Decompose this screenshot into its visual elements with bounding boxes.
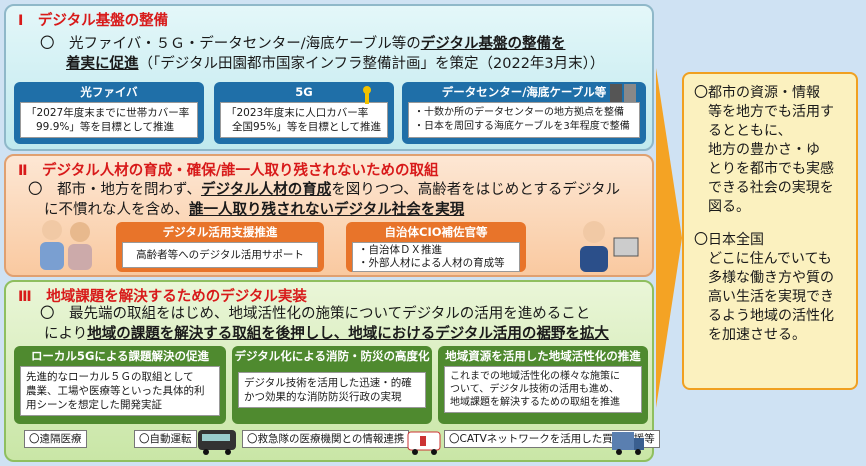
5g-box-body: 「2023年度末に人口カバー率 全国95%」等を目標として推進 xyxy=(220,102,388,138)
fire-box-title: デジタル化による消防・防災の高度化 xyxy=(234,349,430,363)
section3-lead: 〇 最先端の取組をはじめ、地域活性化の施策についてデジタルの活用を進めること xyxy=(40,306,591,322)
fire-box-body: デジタル技術を活用した迅速・的確 かつ効果的な消防防災行政の実現 xyxy=(238,372,426,408)
tag-ambulance-link: 〇救急隊の医療機関との情報連携 xyxy=(242,430,410,448)
revitalize-line: これまでの地域活性化の様々な施策に xyxy=(450,371,620,382)
local5g-box-body: 先進的なローカル５Ｇの取組として 農業、工場や医療等といった具体的利 用シーンを… xyxy=(20,366,220,416)
revitalize-box: 地域資源を活用した地域活性化の推進 これまでの地域活性化の様々な施策に ついて、… xyxy=(438,346,648,424)
support-box-title: デジタル活用支援推進 xyxy=(162,225,278,239)
cio-line: ・外部人材による人材の育成等 xyxy=(358,257,505,269)
section1-lead-a: 〇 光ファイバ・５Ｇ・データセンター/海底ケーブル等の xyxy=(40,36,421,52)
section2-lead: 〇 都市・地方を問わず、デジタル人材の育成を図りつつ、高齢者をはじめとするデジタ… xyxy=(28,180,620,200)
section3-title: Ⅲ 地域課題を解決するためのデジタル実装 xyxy=(18,289,307,305)
section3-lead-b: により xyxy=(44,326,88,342)
outcome-line: 〇都市の資源・情報 xyxy=(694,85,820,101)
outcome-line: 図る。 xyxy=(694,199,750,215)
officer-icon xyxy=(580,221,639,272)
server-icon xyxy=(610,84,636,102)
5g-line: 「2023年度末に人口カバー率 xyxy=(226,107,369,119)
datacenter-box-body: ・十数か所のデータセンターの地方拠点を整備 ・日本を周回する海底ケーブルを3年程… xyxy=(408,102,640,138)
tag-autonomous-driving: 〇自動運転 xyxy=(134,430,197,448)
outcome-line: 多様な働き方や質の xyxy=(694,270,834,286)
outcome-line: を加速させる。 xyxy=(694,327,806,343)
outcome-line: 等を地方でも活用す xyxy=(694,104,834,120)
section2-lead-c: を図りつつ、高齢者をはじめとするデジタル xyxy=(331,182,621,198)
section1-lead-b: デジタル基盤の整備を xyxy=(420,36,566,52)
outcome-line: どこに住んでいても xyxy=(694,251,832,267)
truck-icon xyxy=(612,432,644,455)
5g-box-title: 5G xyxy=(295,85,313,99)
section2-lead2: に不慣れな人を含め、誰一人取り残されないデジタル社会を実現 xyxy=(44,200,464,220)
section-talent: Ⅱ デジタル人材の育成・確保/誰一人取り残されないための取組 〇 都市・地方を問… xyxy=(4,154,654,277)
outcome-arrow xyxy=(656,68,682,408)
section-infrastructure: Ⅰ デジタル基盤の整備 〇 光ファイバ・５Ｇ・データセンター/海底ケーブル等のデ… xyxy=(4,4,654,151)
tag-telemedicine: 〇遠隔医療 xyxy=(24,430,87,448)
support-box: デジタル活用支援推進 高齢者等へのデジタル活用サポート xyxy=(116,222,324,272)
outcome-line: 地方の豊かさ・ゆ xyxy=(694,142,820,158)
revitalize-line: ついて、デジタル技術の活用も進め、 xyxy=(450,384,619,395)
revitalize-box-title: 地域資源を活用した地域活性化の推進 xyxy=(445,349,641,363)
fiber-box-title: 光ファイバ xyxy=(80,85,138,99)
bus-icon xyxy=(198,430,236,455)
cio-box-title: 自治体CIO補佐官等 xyxy=(384,225,488,239)
datacenter-line: ・十数か所のデータセンターの地方拠点を整備 xyxy=(414,107,624,118)
5g-line: 全国95%」等を目標として推進 xyxy=(232,121,382,133)
section2-lead-a: 〇 都市・地方を問わず、 xyxy=(28,182,201,198)
section2-lead-e: 誰一人取り残されないデジタル社会を実現 xyxy=(189,202,465,218)
fire-box: デジタル化による消防・防災の高度化 デジタル技術を活用した迅速・的確 かつ効果的… xyxy=(232,346,432,424)
section-regional: Ⅲ 地域課題を解決するためのデジタル実装 〇 最先端の取組をはじめ、地域活性化の… xyxy=(4,280,660,462)
section3-lead2: により地域の課題を解決する取組を後押しし、地域におけるデジタル活用の裾野を拡大 xyxy=(44,324,609,344)
fire-line: デジタル技術を活用した迅速・的確 xyxy=(244,377,412,389)
outcome-line: できる社会の実現を xyxy=(694,180,834,196)
fiber-box-body: 「2027年度末までに世帯カバー率 99.9%」等を目標として推進 xyxy=(20,102,198,138)
outcome-line: るよう地域の活性化 xyxy=(694,308,834,324)
datacenter-box: データセンター/海底ケーブル等 ・十数か所のデータセンターの地方拠点を整備 ・日… xyxy=(402,82,646,144)
outcome-paragraph-1: 〇都市の資源・情報 等を地方でも活用す るとともに、 地方の豊かさ・ゆ とりを都… xyxy=(694,84,848,217)
antenna-icon xyxy=(363,86,371,104)
section1-lead2: 着実に促進（「デジタル田園都市国家インフラ整備計画」を策定（2022年3月末）） xyxy=(66,54,604,74)
section1-lead-d: （「デジタル田園都市国家インフラ整備計画」を策定（2022年3月末）） xyxy=(138,56,605,72)
section2-lead-d: に不慣れな人を含め、 xyxy=(44,202,189,218)
section2-title: Ⅱ デジタル人材の育成・確保/誰一人取り残されないための取組 xyxy=(18,163,439,179)
local5g-box: ローカル5Gによる課題解決の促進 先進的なローカル５Ｇの取組として 農業、工場や… xyxy=(14,346,226,424)
fiber-box: 光ファイバ 「2027年度末までに世帯カバー率 99.9%」等を目標として推進 xyxy=(14,82,204,144)
outcome-box: 〇都市の資源・情報 等を地方でも活用す るとともに、 地方の豊かさ・ゆ とりを都… xyxy=(682,72,858,390)
datacenter-line: ・日本を周回する海底ケーブルを3年程度で整備 xyxy=(414,121,630,132)
fiber-line: 99.9%」等を目標として推進 xyxy=(36,121,175,133)
section2-lead-b: デジタル人材の育成 xyxy=(200,182,332,198)
outcome-line: とりを都市でも実感 xyxy=(694,161,834,177)
section3-lead-c: 地域の課題を解決する取組を後押しし、地域におけるデジタル活用の裾野を拡大 xyxy=(87,326,609,342)
outcome-paragraph-2: 〇日本全国 どこに住んでいても 多様な働き方や質の 高い生活を実現でき るよう地… xyxy=(694,231,848,345)
section1-lead-c: 着実に促進 xyxy=(66,56,139,72)
ambulance-icon xyxy=(407,431,441,455)
support-box-body: 高齢者等へのデジタル活用サポート xyxy=(122,242,318,268)
local5g-line: 農業、工場や医療等といった具体的利 xyxy=(26,385,205,397)
cio-box: 自治体CIO補佐官等 ・自治体ＤＸ推進 ・外部人材による人材の育成等 xyxy=(346,222,526,272)
fiber-line: 「2027年度末までに世帯カバー率 xyxy=(26,107,190,119)
cio-line: ・自治体ＤＸ推進 xyxy=(358,244,442,256)
cio-box-body: ・自治体ＤＸ推進 ・外部人材による人材の育成等 xyxy=(352,242,520,272)
outcome-line: るとともに、 xyxy=(694,123,792,139)
fire-line: かつ効果的な消防防災行政の実現 xyxy=(244,391,402,403)
datacenter-box-title: データセンター/海底ケーブル等 xyxy=(441,85,607,99)
outcome-line: 〇日本全国 xyxy=(694,232,764,248)
revitalize-box-body: これまでの地域活性化の様々な施策に ついて、デジタル技術の活用も進め、 地域課題… xyxy=(444,366,642,413)
outcome-line: 高い生活を実現でき xyxy=(694,289,834,305)
local5g-line: 用シーンを想定した開発実証 xyxy=(26,399,162,411)
section1-title: Ⅰ デジタル基盤の整備 xyxy=(18,13,169,29)
local5g-line: 先進的なローカル５Ｇの取組として xyxy=(26,371,194,383)
tag-catv-shopping: 〇CATVネットワークを活用した買物支援等 xyxy=(444,430,660,448)
local5g-box-title: ローカル5Gによる課題解決の促進 xyxy=(30,349,210,363)
section1-lead: 〇 光ファイバ・５Ｇ・データセンター/海底ケーブル等のデジタル基盤の整備を xyxy=(40,34,565,54)
elderly-people-icon xyxy=(40,220,92,270)
revitalize-line: 地域課題を解決するための取組を推進 xyxy=(450,397,620,408)
